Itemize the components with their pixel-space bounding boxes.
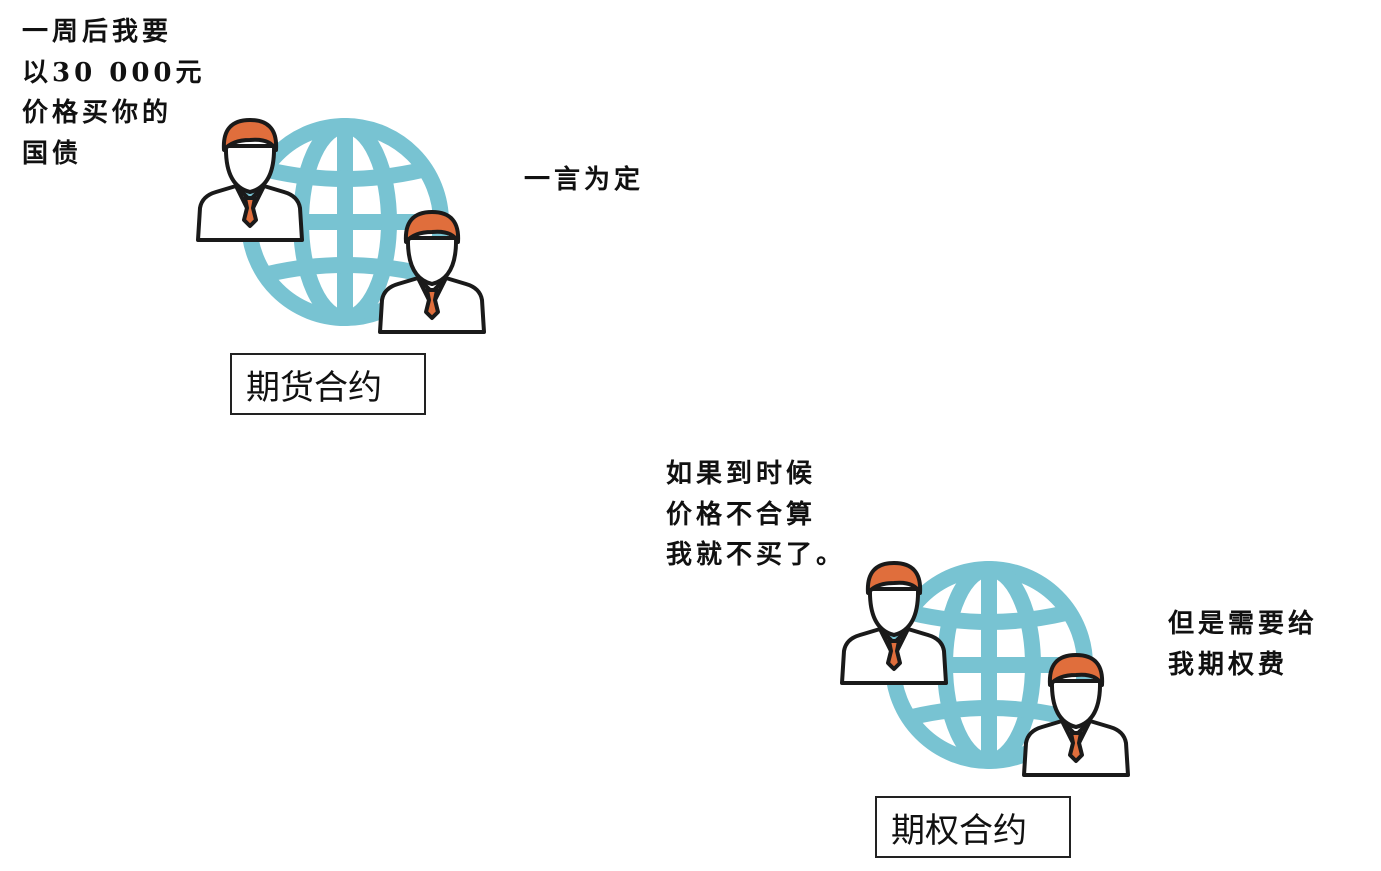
speech-line: 一言为定	[524, 165, 645, 195]
speech-line: 价格买你的	[22, 98, 173, 128]
futures-contract-label: 期货合约	[230, 353, 426, 415]
speech-line: 以30 000元	[22, 57, 206, 88]
speech-line: 我期权费	[1168, 649, 1289, 680]
speech-line: 我就不买了。	[666, 540, 847, 570]
options-contract-label: 期权合约	[875, 796, 1071, 858]
speech-line: 价格不合算	[666, 499, 817, 530]
businessman-icon	[1022, 653, 1130, 777]
businessman-icon	[378, 210, 486, 334]
speech-line: 如果到时候	[666, 459, 817, 489]
futures-scene	[196, 118, 486, 334]
options-buyer-speech: 如果到时候 价格不合算 我就不买了。	[666, 454, 846, 576]
options-seller-speech: 但是需要给 我期权费	[1168, 604, 1318, 685]
speech-line: 一周后我要	[22, 17, 173, 47]
futures-buyer-speech: 一周后我要 以30 000元 价格买你的 国债	[22, 12, 206, 174]
options-scene	[840, 561, 1130, 777]
speech-line: 但是需要给	[1168, 609, 1319, 639]
futures-seller-speech: 一言为定	[524, 160, 644, 201]
businessman-icon	[840, 561, 948, 685]
businessman-icon	[196, 118, 304, 242]
speech-line: 国债	[22, 138, 83, 169]
